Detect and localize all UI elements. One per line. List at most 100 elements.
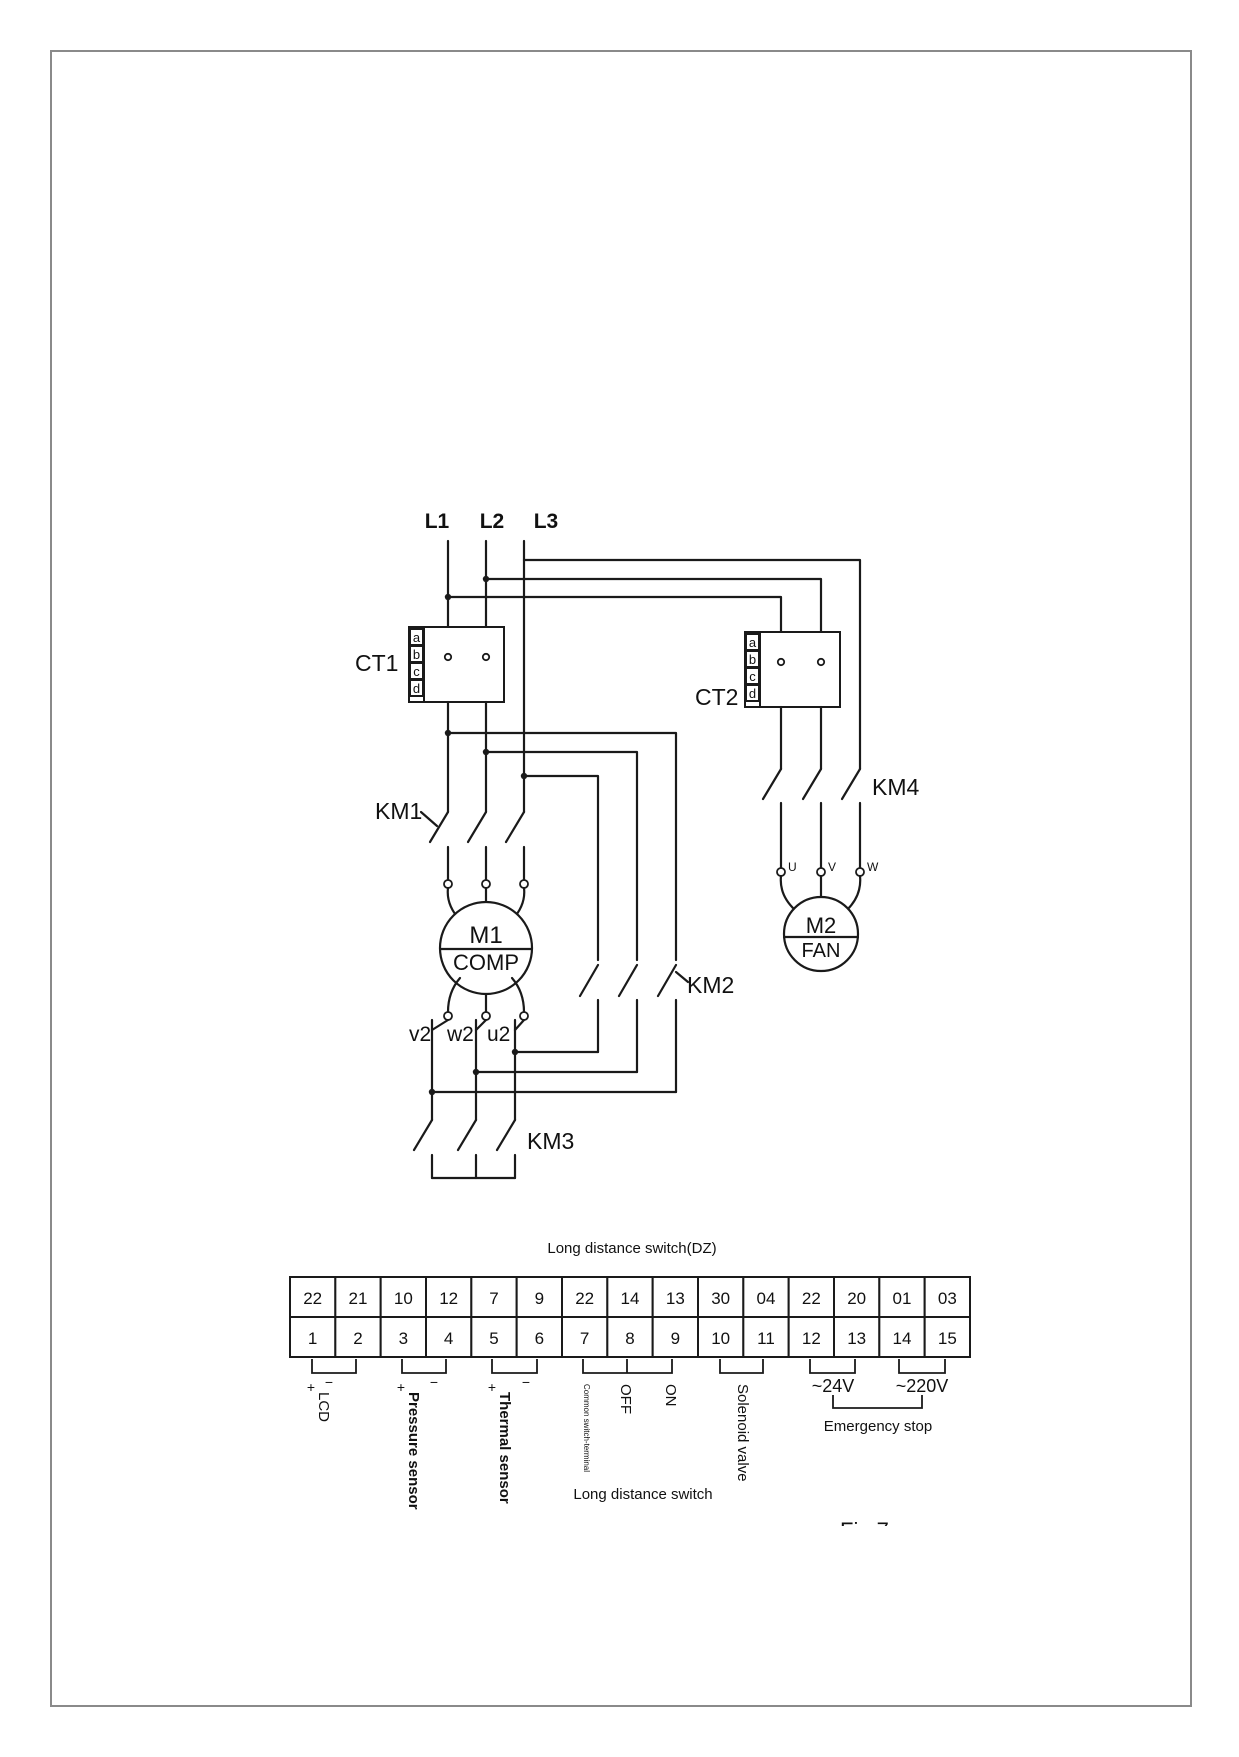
m2-in-u: U <box>788 860 797 874</box>
terminal-top-number: 20 <box>847 1289 866 1308</box>
label-220v: ~220V <box>896 1376 949 1396</box>
m2-label: M2 <box>806 913 837 938</box>
m1-out-v2: v2 <box>409 1023 431 1046</box>
terminal-cell <box>651 1316 700 1358</box>
terminal-cell <box>561 1316 609 1358</box>
terminal-top-number: 22 <box>575 1289 594 1308</box>
terminal-cell <box>787 1276 836 1318</box>
terminal-cell <box>515 1316 564 1358</box>
terminal-bottom-number: 5 <box>489 1329 498 1348</box>
label-24v: ~24V <box>812 1376 855 1396</box>
ct2-terminal-c: c <box>749 669 756 684</box>
lcd-minus: − <box>325 1374 333 1390</box>
ct1-terminal-d: d <box>413 681 420 696</box>
terminal-cell <box>742 1316 790 1358</box>
terminal-top-number: 22 <box>802 1289 821 1308</box>
label-common-switch: Common switch-terminal <box>582 1384 591 1472</box>
thermal-minus: − <box>522 1374 530 1390</box>
terminal-top-number: 21 <box>349 1289 368 1308</box>
terminal-bottom-number: 6 <box>535 1329 544 1348</box>
ct2-terminal-d: d <box>749 686 756 701</box>
m2-in-v: V <box>828 860 836 874</box>
terminal-cell <box>878 1316 926 1358</box>
label-thermal-sensor: Thermal sensor <box>496 1392 513 1504</box>
terminal-bottom-number: 13 <box>847 1329 866 1348</box>
ct1-terminal-a: a <box>413 630 421 645</box>
terminal-bottom-number: 7 <box>580 1329 589 1348</box>
ct2-terminals: a b c d <box>745 633 760 702</box>
terminal-bottom-number: 15 <box>938 1329 957 1348</box>
terminal-top-number: 04 <box>757 1289 776 1308</box>
terminal-cell <box>787 1316 836 1358</box>
label-lcd: LCD <box>315 1392 332 1422</box>
km1-pointer <box>419 810 439 828</box>
thermal-plus: + <box>488 1379 496 1395</box>
phase-label-l2: L2 <box>480 510 505 533</box>
pressure-minus: − <box>430 1374 438 1390</box>
ct1-terminal-c: c <box>413 664 420 679</box>
ct1-label: CT1 <box>355 650 398 676</box>
terminal-top-number: 7 <box>489 1289 498 1308</box>
terminal-bottom-number: 1 <box>308 1329 317 1348</box>
km1-label: KM1 <box>375 798 422 824</box>
label-emergency-stop: Emergency stop <box>824 1418 932 1435</box>
ct1-box <box>420 626 505 703</box>
terminal-top-number: 14 <box>621 1289 640 1308</box>
terminal-cell <box>833 1316 881 1358</box>
m2-fan-motor <box>782 895 860 973</box>
terminal-top-number: 01 <box>893 1289 912 1308</box>
terminal-bottom-number: 9 <box>671 1329 680 1348</box>
terminal-cell <box>379 1276 427 1318</box>
ct2-terminal-b: b <box>749 652 756 667</box>
wire-l3-fan <box>522 558 862 771</box>
label-long-distance-switch: Long distance switch <box>573 1486 712 1503</box>
terminal-top-number: 13 <box>666 1289 685 1308</box>
junction <box>482 575 490 583</box>
terminal-bottom-number: 11 <box>757 1329 775 1348</box>
figure-caption: Fig.7 <box>840 1518 889 1543</box>
label-off: OFF <box>617 1384 634 1414</box>
km1-contacts <box>428 810 526 882</box>
km2-label: KM2 <box>687 972 734 998</box>
terminal-top-number: 30 <box>711 1289 730 1308</box>
m2-fan-label: FAN <box>802 940 841 962</box>
pressure-plus: + <box>397 1379 405 1395</box>
page-border <box>50 50 1192 1707</box>
wire-km2-tap-1 <box>446 731 678 962</box>
m1-comp-label: COMP <box>453 950 519 975</box>
km4-contacts <box>761 767 862 870</box>
terminal-cell <box>606 1316 654 1358</box>
terminal-top-number: 9 <box>535 1289 544 1308</box>
wire-km2-tap-2 <box>484 750 639 962</box>
figure-caption-clip: Fig.7 <box>840 1518 889 1543</box>
terminal-top-number: 22 <box>303 1289 322 1308</box>
terminal-top-number: 12 <box>439 1289 458 1308</box>
ct2-terminal-a: a <box>749 635 757 650</box>
km2-contacts <box>578 963 678 1094</box>
label-solenoid-valve: Solenoid valve <box>734 1384 751 1482</box>
terminal-top-number: 10 <box>394 1289 413 1308</box>
phase-label-l1: L1 <box>425 510 450 533</box>
terminal-brackets <box>311 1359 946 1409</box>
m1-out-u2: u2 <box>487 1023 510 1046</box>
terminal-top-number: 03 <box>938 1289 957 1308</box>
lcd-plus: + <box>307 1379 315 1395</box>
ct1-terminal-b: b <box>413 647 420 662</box>
terminal-block-title: Long distance switch(DZ) <box>547 1240 716 1257</box>
terminal-bottom-number: 12 <box>802 1329 821 1348</box>
terminal-cell <box>425 1276 473 1318</box>
terminal-cell <box>561 1276 609 1318</box>
terminal-bottom-number: 14 <box>893 1329 912 1348</box>
wire-km2-tap-3 <box>522 774 600 962</box>
terminal-bottom-number: 4 <box>444 1329 453 1348</box>
km3-contacts <box>412 1118 517 1180</box>
terminal-cell <box>470 1316 518 1358</box>
terminal-bottom-number: 3 <box>399 1329 408 1348</box>
km4-label: KM4 <box>872 774 920 800</box>
terminal-bottom-number: 2 <box>353 1329 362 1348</box>
ct1-terminals: a b c d <box>409 628 424 697</box>
